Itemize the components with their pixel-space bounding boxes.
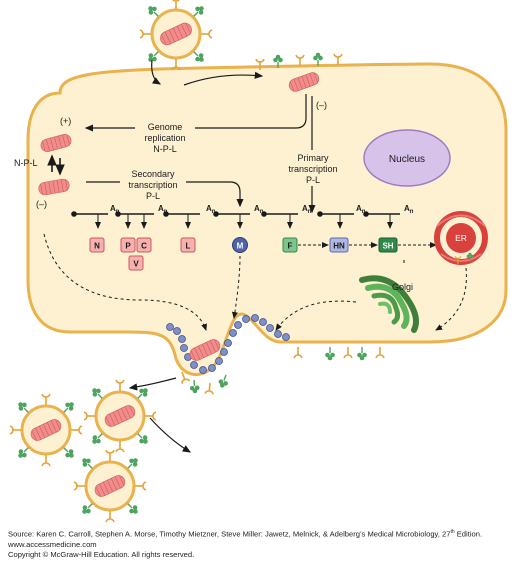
virion-released-1	[83, 379, 157, 453]
virion-entering	[139, 0, 213, 71]
protein-C-label: C	[141, 242, 147, 251]
fusion-arrow	[183, 71, 264, 86]
svg-text:An: An	[302, 204, 312, 215]
protein-SH-label: SH	[382, 242, 393, 251]
protein-C: C	[136, 237, 152, 253]
genome-replication-line3: N-P-L	[153, 144, 177, 154]
secondary-transcription-arrow	[86, 181, 244, 208]
primary-transcription-line1: Primary	[298, 153, 329, 163]
npl-label: N-P-L	[14, 158, 38, 168]
genome-replication-label: Genome replication N-P-L	[135, 119, 195, 155]
attach-arrow	[151, 59, 162, 85]
protein-F-label: F	[288, 242, 293, 251]
genome-replication-line1: Genome	[148, 122, 183, 132]
protein-F: F	[282, 237, 298, 253]
protein-V: V	[128, 255, 144, 271]
protein-HN-label: HN	[333, 242, 345, 251]
secondary-transcription-line1: Secondary	[131, 169, 175, 179]
polyA-5: A	[302, 204, 308, 213]
minus-label-top: (–)	[316, 100, 327, 110]
source-caption: Source: Karen C. Carroll, Stephen A. Mor…	[8, 527, 514, 560]
primary-transcription-line3: P-L	[306, 175, 320, 185]
genome-replication-line2: replication	[144, 133, 185, 143]
polyA-2: A	[158, 204, 164, 213]
release-arrow-1	[128, 377, 177, 391]
protein-HN: HN	[329, 237, 349, 253]
protein-M: M	[232, 237, 248, 253]
polyA-sub-3: n	[212, 209, 216, 215]
nucleus: Nucleus	[363, 129, 451, 187]
polyA-1: A	[110, 204, 116, 213]
polyA-4: A	[254, 204, 260, 213]
virion-released-3	[73, 449, 147, 523]
polyA-3: A	[206, 204, 212, 213]
protein-N: N	[89, 237, 105, 253]
matrix-protein-layer	[166, 314, 290, 374]
mrna-track: An An An An An An An	[71, 204, 414, 229]
polyA-7: A	[404, 204, 410, 213]
svg-text:An: An	[206, 204, 216, 215]
source-line-1: Source: Karen C. Carroll, Stephen A. Mor…	[8, 527, 514, 540]
dash-golgi-to-bud	[275, 300, 357, 331]
polyA-sub-1: n	[116, 209, 120, 215]
secondary-transcription-line3: P-L	[146, 191, 160, 201]
source-edition: Edition.	[454, 529, 483, 539]
protein-P-label: P	[125, 242, 131, 251]
minus-label-left: (–)	[36, 199, 47, 209]
svg-text:An: An	[254, 204, 264, 215]
protein-L-label: L	[186, 242, 191, 251]
virion-released-2	[9, 393, 83, 467]
protein-L: L	[180, 237, 196, 253]
protein-SH: SH	[378, 237, 398, 253]
replication-arrow	[84, 94, 307, 132]
protein-N-label: N	[94, 242, 100, 251]
svg-text:An: An	[404, 204, 414, 215]
nucleus-label: Nucleus	[389, 154, 425, 165]
polyA-sub-4: n	[260, 209, 264, 215]
dash-left-to-bud	[43, 233, 207, 331]
secondary-transcription-line2: transcription	[128, 180, 177, 190]
polyA-6: A	[356, 204, 362, 213]
polyA-sub-5: n	[308, 209, 312, 215]
plus-label: (+)	[60, 116, 71, 126]
dash-m-to-bud	[231, 255, 241, 319]
source-citation: Source: Karen C. Carroll, Stephen A. Mor…	[8, 529, 451, 539]
svg-text:An: An	[158, 204, 168, 215]
svg-text:An: An	[110, 204, 120, 215]
release-arrow-2	[149, 417, 192, 453]
protein-P: P	[120, 237, 136, 253]
secondary-transcription-label: Secondary transcription P-L	[120, 166, 186, 202]
source-edition-sup: th	[450, 529, 455, 535]
endoplasmic-reticulum: ER	[434, 211, 488, 265]
polyA-sub-6: n	[362, 209, 366, 215]
svg-text:An: An	[356, 204, 366, 215]
er-label: ER	[455, 233, 467, 243]
protein-M-label: M	[237, 242, 244, 251]
golgi-apparatus: Golgi	[359, 275, 419, 333]
protein-V-label: V	[133, 260, 139, 269]
dash-er-to-membrane	[435, 267, 467, 331]
golgi-label: Golgi	[392, 282, 413, 292]
polyA-sub-7: n	[410, 209, 414, 215]
source-line-3: Copyright © McGraw-Hill Education. All r…	[8, 549, 195, 559]
primary-transcription-label: Primary transcription P-L	[282, 150, 344, 186]
primary-transcription-line2: transcription	[288, 164, 337, 174]
polyA-sub-2: n	[164, 209, 168, 215]
source-line-2[interactable]: www.accessmedicine.com	[8, 539, 97, 549]
